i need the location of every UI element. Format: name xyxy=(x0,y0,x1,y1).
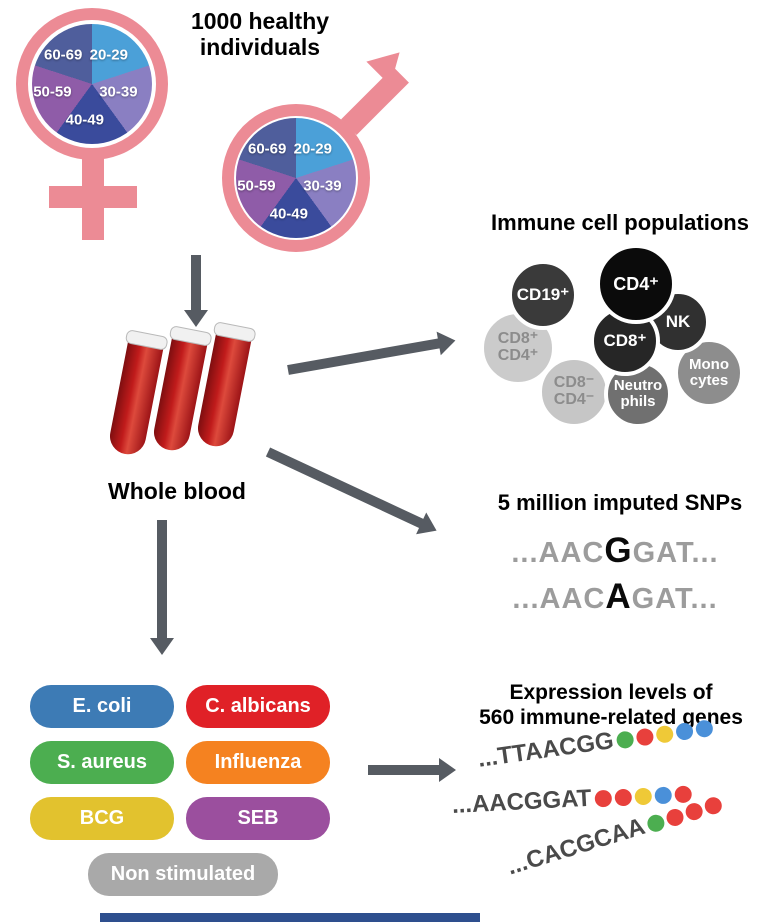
down-arrow-to-stimuli xyxy=(150,520,174,655)
stimulus-bcg: BCG xyxy=(30,797,174,840)
gene-dot xyxy=(593,789,612,808)
cell-cd8neg-cd4neg: CD8⁻ CD4⁻ xyxy=(538,356,610,428)
expression-title-line2: 560 immune-related genes xyxy=(479,706,743,730)
stimulus-e-coli: E. coli xyxy=(30,685,174,728)
stimulus-c-albicans: C. albicans xyxy=(186,685,330,728)
arrow-shaft xyxy=(368,765,442,775)
arrow-head xyxy=(436,328,458,356)
expression-title-line1: Expression levels of xyxy=(509,681,713,704)
immune-populations-title: Immune cell populations xyxy=(491,210,749,235)
snp-sequence-alt: ...AACAGAT... xyxy=(460,574,770,620)
stimulus-s-aureus: S. aureus xyxy=(30,741,174,784)
male-age-pie: 20-29 30-39 40-49 50-59 60-69 xyxy=(236,118,356,238)
gene-dot xyxy=(654,724,675,744)
arrow-shaft xyxy=(287,337,443,375)
cohort-title-line1: 1000 healthy xyxy=(190,8,330,34)
gene-dot xyxy=(702,794,724,816)
right-arrow-to-expression xyxy=(368,758,456,782)
whole-blood-label: Whole blood xyxy=(108,478,246,504)
pie-label-60-69: 60-69 xyxy=(248,140,287,158)
expression-sequence-text: ...AACGGAT xyxy=(451,784,593,819)
arrow-head xyxy=(150,638,174,655)
snp-seq-post: GAT... xyxy=(631,582,718,615)
cell-cd4pos: CD4⁺ xyxy=(596,244,676,324)
gene-dot xyxy=(615,729,635,749)
pie-label-30-39: 30-39 xyxy=(303,177,342,195)
gene-dot xyxy=(683,800,705,822)
arrow-shaft xyxy=(191,255,201,313)
snp-seq-post: GAT... xyxy=(632,537,719,569)
gene-dot xyxy=(635,726,655,747)
snp-variant-allele: G xyxy=(604,531,633,570)
gene-dot xyxy=(633,787,652,805)
pie-label-50-59: 50-59 xyxy=(33,83,72,101)
cohort-title: 1000 healthy individuals xyxy=(170,8,350,61)
right-arrow-to-snps xyxy=(263,441,442,542)
expression-sequence-text: ...TTAACGG xyxy=(476,727,616,773)
pie-label-50-59: 50-59 xyxy=(237,177,276,195)
gene-dot xyxy=(674,721,694,741)
gene-dot xyxy=(663,806,686,828)
female-age-pie: 20-29 30-39 40-49 50-59 60-69 xyxy=(32,24,152,144)
expression-sequences: ...TTAACGG ...AACGGAT ...CACGCAA xyxy=(450,718,770,917)
bottom-blue-bar xyxy=(100,913,480,922)
female-symbol-icon: 20-29 30-39 40-49 50-59 60-69 xyxy=(16,8,168,160)
gene-dot xyxy=(644,812,667,834)
snps-title: 5 million imputed SNPs xyxy=(497,490,743,515)
pie-label-40-49: 40-49 xyxy=(65,111,104,129)
gene-dot xyxy=(613,788,632,806)
stimulus-influenza: Influenza xyxy=(186,741,330,784)
snp-variant-allele: A xyxy=(605,576,632,616)
snp-seq-pre: ...AAC xyxy=(511,537,605,569)
arrow-head xyxy=(439,758,456,782)
right-arrow-to-immune-cells xyxy=(286,328,458,382)
gene-dot xyxy=(694,718,714,738)
arrow-shaft xyxy=(265,447,426,530)
female-symbol-crossbar xyxy=(49,186,137,208)
pie-label-20-29: 20-29 xyxy=(293,140,332,158)
arrow-head xyxy=(184,310,208,327)
arrow-shaft xyxy=(157,520,167,641)
pie-label-20-29: 20-29 xyxy=(89,46,128,64)
pie-label-40-49: 40-49 xyxy=(269,205,308,223)
pie-label-60-69: 60-69 xyxy=(44,46,83,64)
snp-sequence-ref: ...AACGGAT... xyxy=(460,528,770,574)
pie-label-30-39: 30-39 xyxy=(99,83,138,101)
immune-cell-cluster: CD8⁺ CD4⁺ CD19⁺ CD8⁻ CD4⁻ Neutro phils M… xyxy=(478,244,770,436)
expression-title: Expression levels of 560 immune-related … xyxy=(452,680,770,730)
cell-cd19pos: CD19⁺ xyxy=(508,260,578,330)
expression-sequence-text: ...CACGCAA xyxy=(503,812,649,881)
gene-dot xyxy=(653,786,672,804)
stimulus-seb: SEB xyxy=(186,797,330,840)
down-arrow-to-blood xyxy=(184,255,208,327)
snp-sequences: ...AACGGAT... ...AACAGAT... xyxy=(460,528,770,619)
snp-seq-pre: ...AAC xyxy=(512,582,606,615)
stimulus-non-stimulated: Non stimulated xyxy=(88,853,278,896)
cohort-title-line2: individuals xyxy=(199,34,321,61)
